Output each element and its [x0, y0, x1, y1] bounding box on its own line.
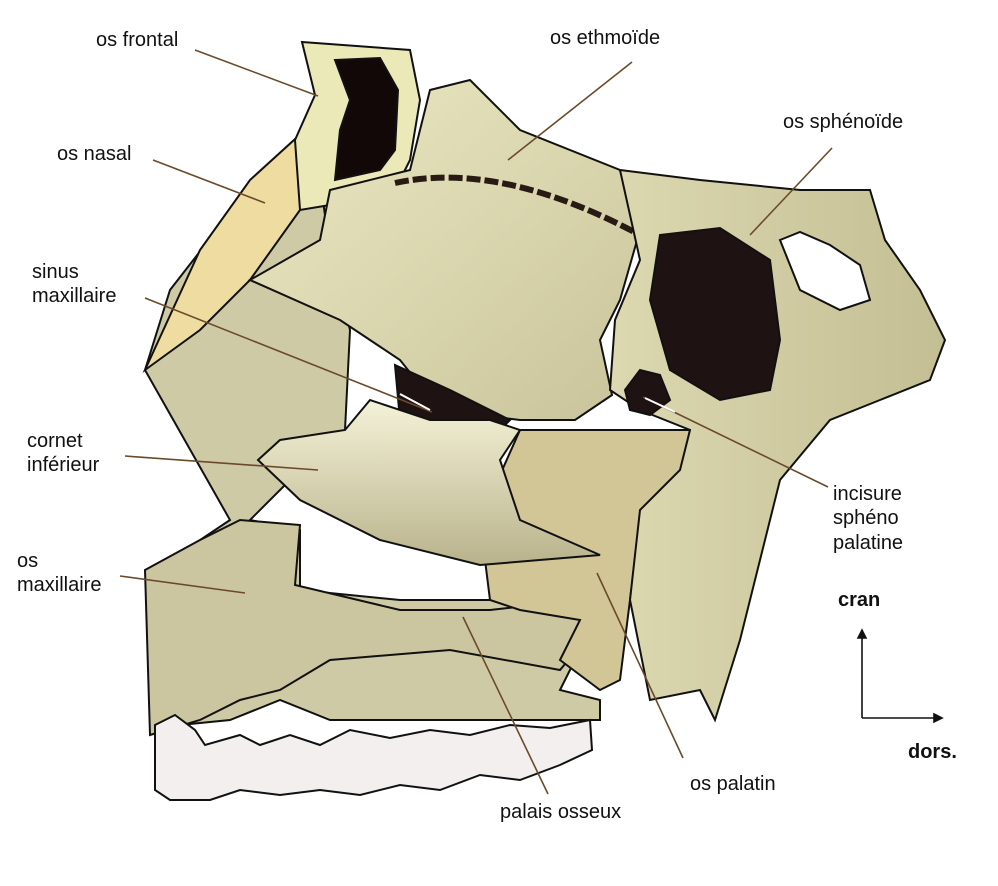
label-os-palatin: os palatin	[690, 773, 776, 795]
label-os-nasal: os nasal	[57, 143, 132, 165]
teeth-shape	[154, 713, 594, 801]
label-incisure-3: palatine	[833, 532, 903, 554]
label-cran: cran	[838, 589, 880, 611]
leader-lines	[119, 49, 833, 795]
label-cornet-inferieur-1: cornet	[27, 430, 83, 452]
sphenoid-notch	[778, 230, 872, 312]
orientation-axes	[856, 628, 944, 724]
label-os-ethmoide: os ethmoïde	[550, 27, 660, 49]
label-incisure-1: incisure	[833, 483, 902, 505]
label-os-maxillaire-2: maxillaire	[17, 574, 101, 596]
frontal-sinus-cavity	[333, 56, 400, 182]
label-palais-osseux: palais osseux	[500, 801, 621, 823]
os-ethmoide-shape	[247, 78, 642, 421]
label-sinus-maxillaire-2: maxillaire	[32, 285, 116, 307]
cornet-inferieur-shape	[256, 398, 601, 567]
label-sinus-maxillaire-1: sinus	[32, 261, 79, 283]
label-os-sphenoide: os sphénoïde	[783, 111, 903, 133]
label-cornet-inferieur-2: inférieur	[27, 454, 100, 476]
label-os-frontal: os frontal	[96, 29, 178, 51]
label-dors: dors.	[908, 741, 957, 763]
ethmoid-suture	[394, 174, 642, 238]
label-incisure-2: sphéno	[833, 507, 899, 529]
os-palatin-shape	[478, 429, 692, 692]
sphenoid-foramen	[648, 226, 782, 402]
label-os-maxillaire-1: os	[17, 550, 38, 572]
